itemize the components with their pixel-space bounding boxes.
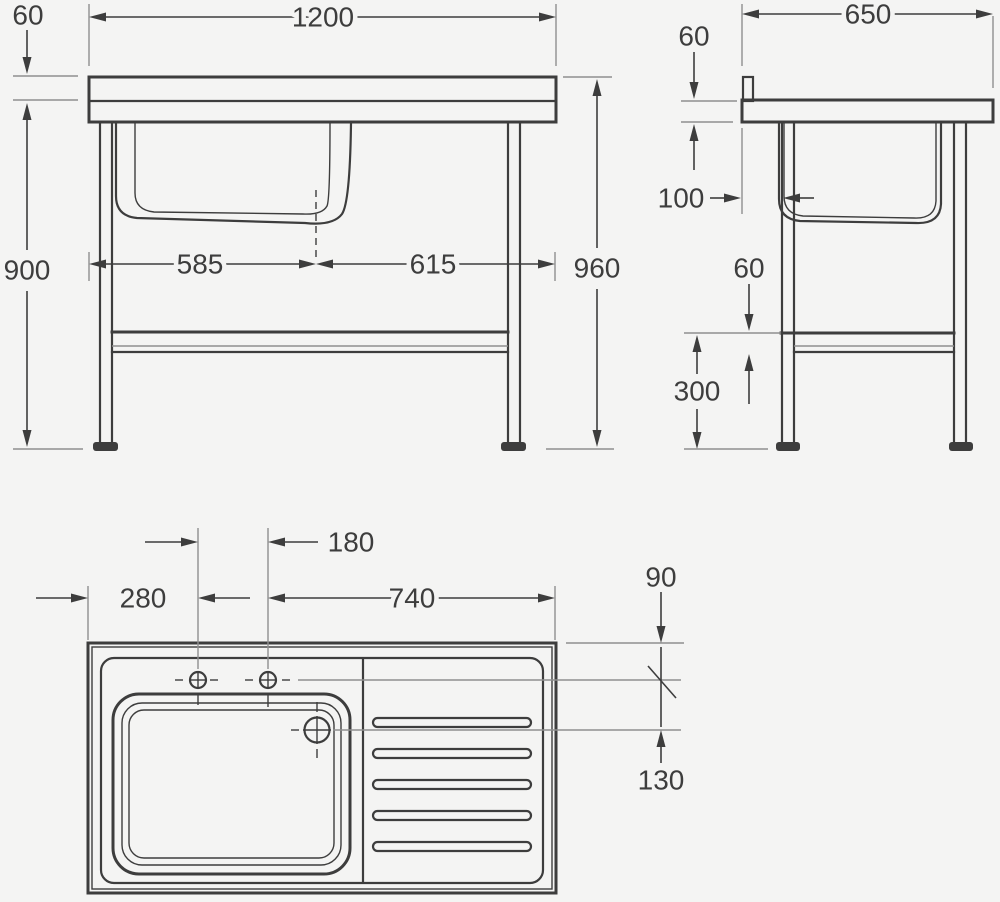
side-dim-rail-section: 60 (684, 248, 781, 404)
dim-waste-from-tap-line-label: 130 (638, 765, 685, 796)
plan-projection-lines (298, 642, 684, 731)
side-dim-depth: 650 (741, 0, 994, 88)
dim-overall-height-label: 960 (574, 253, 621, 284)
front-elevation-view: 60 1200 900 960 (0, 0, 625, 451)
front-cross-rail (110, 330, 510, 354)
dim-bowl-setback-label: 100 (658, 183, 705, 214)
plan-dim-back-offsets: 90 130 (633, 557, 689, 800)
dim-tap-hole-centres-label: 180 (328, 527, 375, 558)
tap-holes (175, 670, 290, 707)
waste-hole (291, 702, 331, 758)
oblique-tick (647, 665, 677, 699)
groove-5 (371, 840, 533, 853)
dim-worktop-height-label: 900 (4, 255, 51, 286)
groove-3 (371, 778, 533, 791)
dim-rail-height-label: 300 (674, 376, 721, 407)
front-worktop (87, 75, 558, 124)
dim-tap-hole-from-left-label: 280 (120, 583, 167, 614)
plan-dim-tap-from-left: 280 (36, 578, 250, 640)
dim-tap-line-from-back-label: 90 (645, 562, 676, 593)
side-legs (776, 120, 973, 451)
front-dim-height-960: 960 (546, 76, 625, 450)
side-dim-bowl-setback: 100 (653, 128, 814, 218)
side-back-foot (776, 442, 800, 451)
side-bowl (777, 121, 943, 225)
groove-2 (371, 747, 533, 760)
front-legs (93, 120, 526, 451)
side-dim-rail-height: 300 (669, 335, 768, 450)
dim-overall-depth-label: 650 (845, 0, 892, 30)
plan-worktop-outline (86, 641, 558, 895)
plan-dim-tap-centres: 180 (145, 522, 379, 669)
plan-dim-drainer-width: 740 (268, 578, 556, 640)
plan-bowl (111, 692, 352, 876)
front-dim-height-900: 900 (0, 103, 83, 450)
dim-bowl-centre-to-right-label: 615 (410, 249, 457, 280)
side-cross-rail (779, 331, 956, 354)
upstand (741, 75, 755, 103)
front-dim-width: 1200 (88, 0, 557, 66)
side-worktop (740, 75, 995, 124)
side-elevation-view: 650 60 100 60 (653, 0, 995, 451)
plan-view: 280 180 740 90 (36, 522, 689, 895)
groove-4 (371, 809, 533, 822)
dim-upstand-height-label: 60 (12, 0, 43, 31)
front-bowl (114, 121, 353, 258)
dim-rail-section-label: 60 (733, 253, 764, 284)
dim-bowl-centre-from-left-label: 585 (177, 249, 224, 280)
front-left-foot (93, 442, 118, 451)
front-dim-bowl-position: 585 615 (88, 244, 556, 284)
front-dim-upstand: 60 (8, 0, 78, 101)
drainer-grooves (371, 716, 533, 853)
groove-1 (371, 716, 533, 729)
dim-tap-to-right-edge-label: 740 (389, 583, 436, 614)
dim-overall-width-label: 1200 (292, 2, 354, 33)
side-dim-worktop-thickness: 60 (674, 16, 737, 170)
side-front-foot (949, 442, 973, 451)
front-right-foot (501, 442, 526, 451)
dim-worktop-thickness-label: 60 (678, 21, 709, 52)
